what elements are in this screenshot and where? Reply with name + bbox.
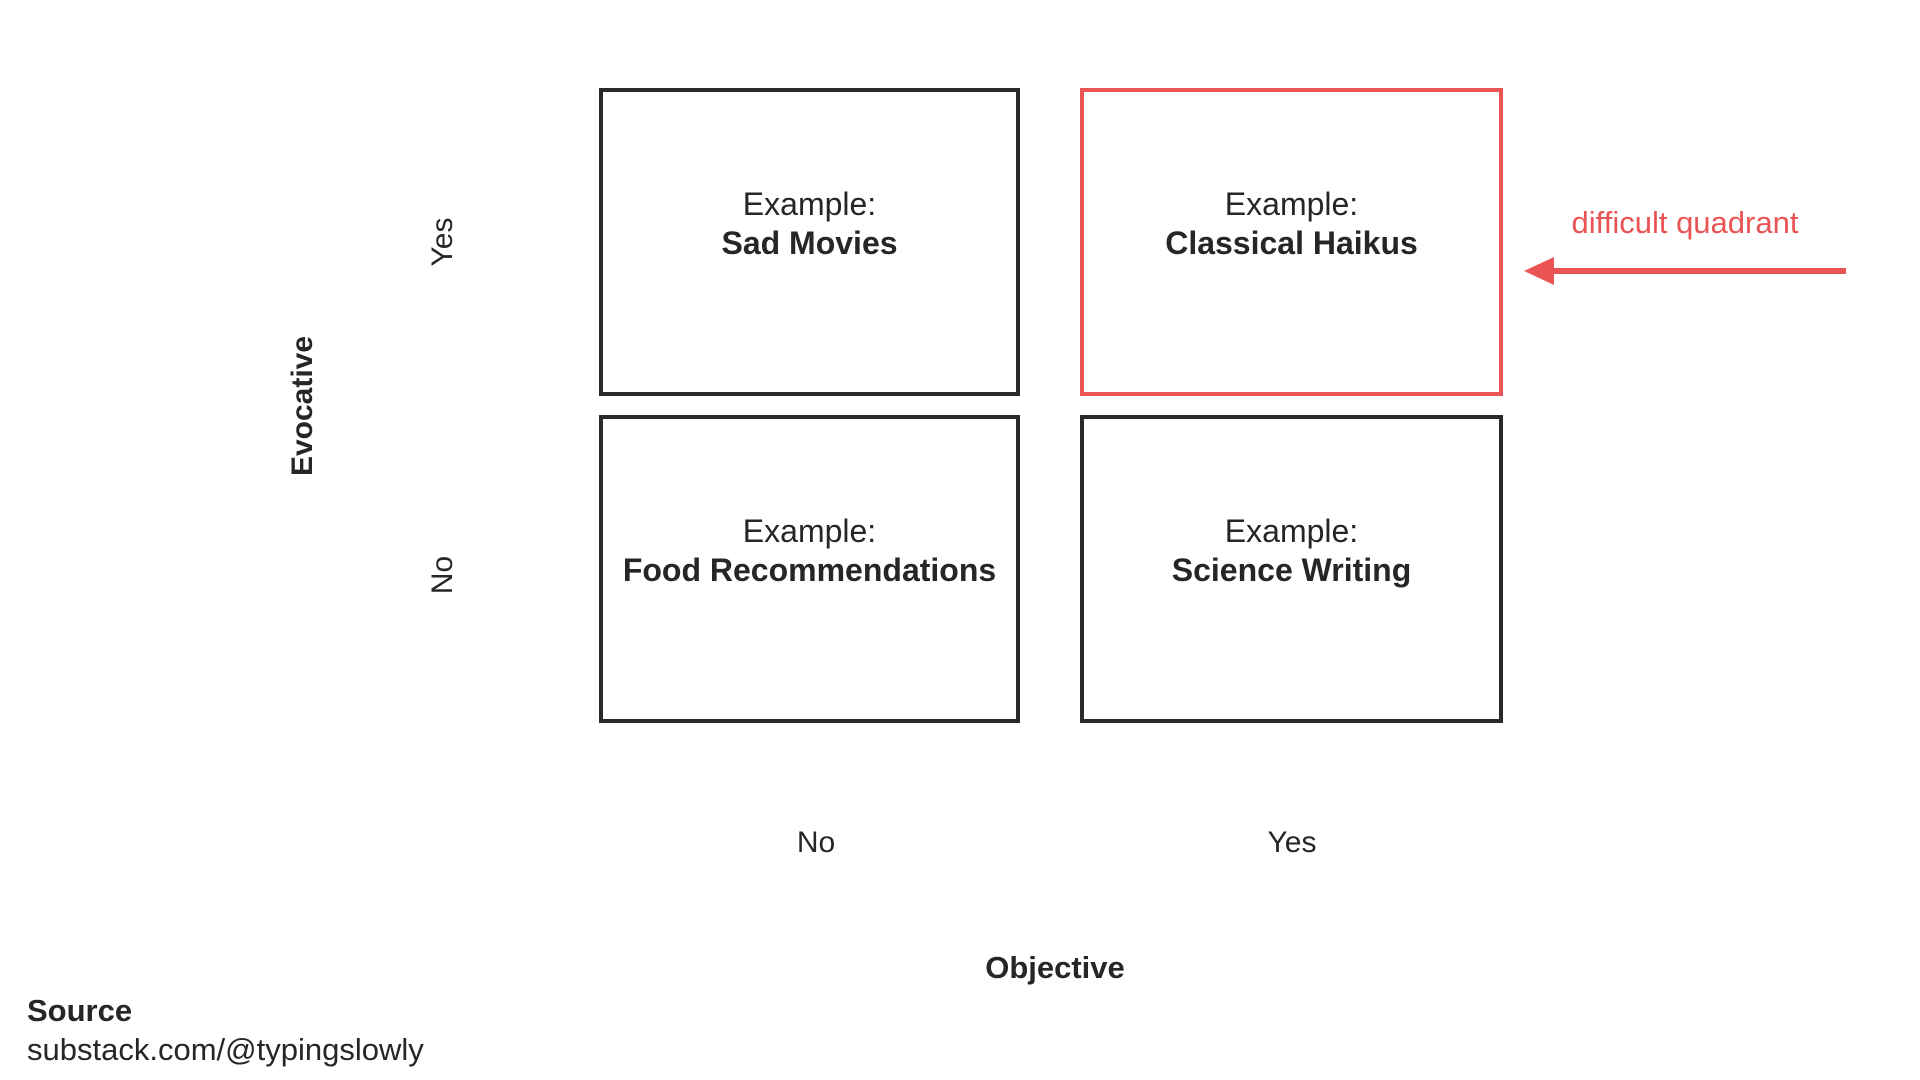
quadrant-example-label: Example: bbox=[1224, 186, 1359, 222]
source-url: substack.com/@typingslowly bbox=[27, 1032, 424, 1067]
quadrant-example-value: Sad Movies bbox=[721, 225, 898, 261]
quadrant-example-value: Science Writing bbox=[1171, 552, 1412, 588]
x-axis-yes-label: Yes bbox=[1267, 826, 1317, 859]
quadrant-example-label: Example: bbox=[742, 513, 877, 549]
quadrant-top-left: Example: Sad Movies bbox=[599, 88, 1020, 396]
quadrant-top-right-highlighted: Example: Classical Haikus bbox=[1080, 88, 1503, 396]
quadrant-example-label: Example: bbox=[742, 186, 877, 222]
quadrant-example-label: Example: bbox=[1224, 513, 1359, 549]
difficult-quadrant-annotation: difficult quadrant bbox=[1571, 205, 1799, 240]
quadrant-bottom-left: Example: Food Recommendations bbox=[599, 415, 1020, 723]
source-title: Source bbox=[27, 993, 133, 1028]
x-axis-title: Objective bbox=[985, 950, 1125, 985]
quadrant-example-value: Classical Haikus bbox=[1165, 225, 1418, 261]
y-axis-yes-label: Yes bbox=[426, 217, 459, 267]
quadrant-bottom-right: Example: Science Writing bbox=[1080, 415, 1503, 723]
quadrant-example-value: Food Recommendations bbox=[622, 552, 997, 588]
x-axis-no-label: No bbox=[796, 826, 836, 859]
y-axis-title: Evocative bbox=[286, 335, 319, 477]
arrow-head bbox=[1524, 257, 1554, 285]
annotation-arrow-icon bbox=[1524, 257, 1846, 285]
y-axis-no-label: No bbox=[426, 555, 459, 595]
